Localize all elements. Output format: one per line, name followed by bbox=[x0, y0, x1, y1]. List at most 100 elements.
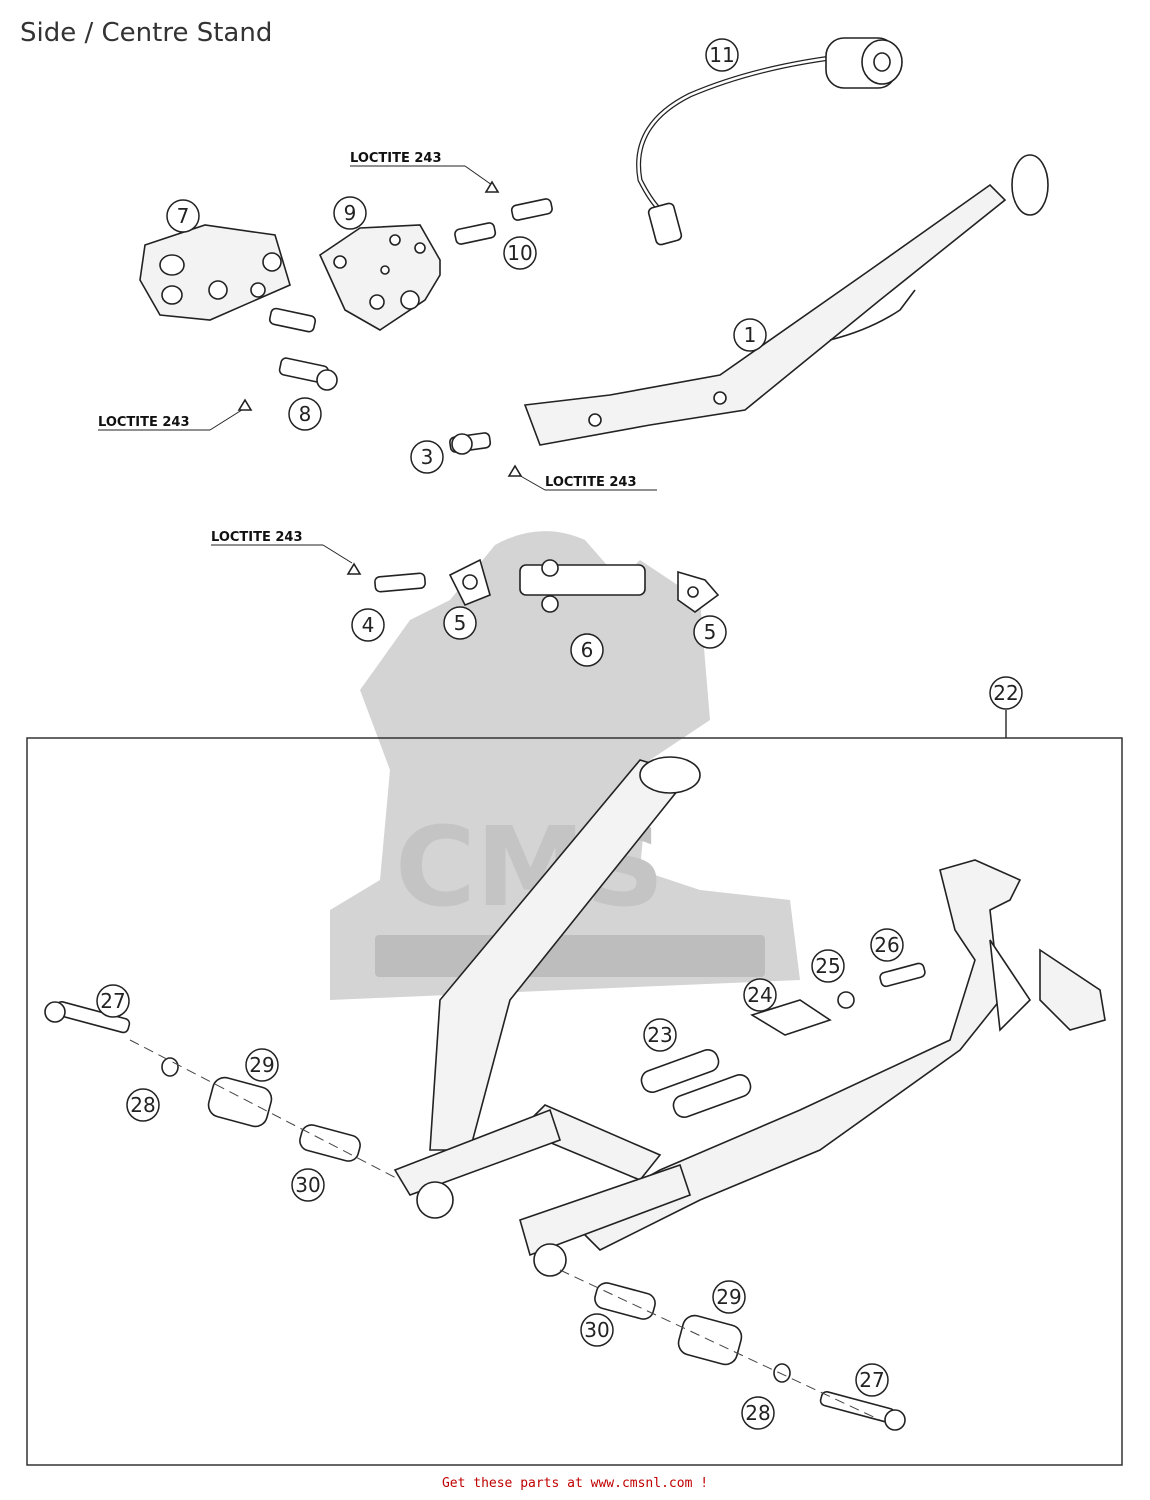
callout-circle bbox=[333, 196, 367, 230]
callout-circle bbox=[811, 949, 845, 983]
callout-c29a: 29 bbox=[245, 1048, 279, 1082]
part-11-sidestand-switch bbox=[636, 37, 903, 246]
callout-number: 1 bbox=[744, 323, 757, 347]
callout-c26: 26 bbox=[870, 928, 904, 962]
loctite-label-1: LOCTITE 243 bbox=[350, 151, 500, 193]
part-26-bolt bbox=[879, 962, 926, 988]
callout-c25: 25 bbox=[811, 949, 845, 983]
callout-number: 3 bbox=[421, 445, 434, 469]
callout-circle bbox=[96, 984, 130, 1018]
callout-circle bbox=[733, 318, 767, 352]
part-9-plate bbox=[318, 224, 441, 331]
page-title: Side / Centre Stand bbox=[20, 18, 273, 48]
callout-circle bbox=[643, 1018, 677, 1052]
callout-circle bbox=[712, 1280, 746, 1314]
part-5-switch-plate-left bbox=[448, 558, 491, 607]
callout-number: 29 bbox=[716, 1285, 741, 1309]
callout-number: 8 bbox=[299, 402, 312, 426]
callout-c24: 24 bbox=[743, 978, 777, 1012]
callout-number: 9 bbox=[344, 201, 357, 225]
callout-c30b: 30 bbox=[580, 1313, 614, 1347]
callout-number: 23 bbox=[647, 1023, 672, 1047]
part-23-springs bbox=[640, 1048, 752, 1119]
callout-number: 25 bbox=[815, 954, 840, 978]
callout-number: 30 bbox=[295, 1173, 320, 1197]
callout-c30a: 30 bbox=[291, 1168, 325, 1202]
part-4-bolt bbox=[374, 572, 426, 593]
callout-circle bbox=[503, 236, 537, 270]
callout-number: 4 bbox=[362, 613, 375, 637]
callout-circle bbox=[570, 633, 604, 667]
part-7-bracket bbox=[139, 224, 291, 321]
callout-c22: 22 bbox=[989, 676, 1023, 710]
callout-number: 7 bbox=[177, 204, 190, 228]
callout-circle bbox=[580, 1313, 614, 1347]
callout-circle bbox=[870, 928, 904, 962]
part-3-bolt bbox=[449, 432, 492, 455]
callout-c11: 11 bbox=[705, 38, 739, 72]
part-22-centre-stand bbox=[393, 756, 1106, 1277]
part-24-plate bbox=[750, 999, 832, 1036]
callout-number: 11 bbox=[709, 43, 734, 67]
callout-circle bbox=[126, 1088, 160, 1122]
callout-c27b: 27 bbox=[855, 1363, 889, 1397]
callout-number: 24 bbox=[747, 983, 772, 1007]
callout-number: 5 bbox=[704, 620, 717, 644]
callout-c28b: 28 bbox=[741, 1396, 775, 1430]
callout-number: 28 bbox=[130, 1093, 155, 1117]
callout-c5a: 5 bbox=[443, 606, 477, 640]
callout-circle bbox=[743, 978, 777, 1012]
callout-number: 30 bbox=[584, 1318, 609, 1342]
callout-number: 26 bbox=[874, 933, 899, 957]
callout-c27a: 27 bbox=[96, 984, 130, 1018]
callout-c28a: 28 bbox=[126, 1088, 160, 1122]
callout-number: 6 bbox=[581, 638, 594, 662]
part-8-bolts bbox=[268, 307, 338, 391]
callout-c6: 6 bbox=[570, 633, 604, 667]
callout-circle bbox=[693, 615, 727, 649]
callout-number: 27 bbox=[100, 989, 125, 1013]
part-5-switch-plate-right bbox=[677, 570, 720, 613]
callout-c9: 9 bbox=[333, 196, 367, 230]
callout-circle bbox=[410, 440, 444, 474]
pivot-set-left bbox=[44, 1000, 401, 1181]
loctite-label-2: LOCTITE 243 bbox=[98, 398, 253, 431]
svg-text:LOCTITE 243: LOCTITE 243 bbox=[211, 530, 303, 545]
part-10-bolts bbox=[454, 198, 553, 245]
callout-c10: 10 bbox=[503, 236, 537, 270]
svg-text:LOCTITE 243: LOCTITE 243 bbox=[350, 151, 442, 166]
part-1-side-stand bbox=[523, 154, 1049, 446]
callout-circle bbox=[166, 199, 200, 233]
callout-circle bbox=[351, 608, 385, 642]
callout-c29b: 29 bbox=[712, 1280, 746, 1314]
loctite-label-4: LOCTITE 243 bbox=[211, 530, 362, 575]
callout-circle bbox=[288, 397, 322, 431]
callout-circle bbox=[989, 676, 1023, 710]
loctite-label-3: LOCTITE 243 bbox=[507, 464, 657, 491]
callout-circle bbox=[855, 1363, 889, 1397]
callout-number: 29 bbox=[249, 1053, 274, 1077]
callout-c4: 4 bbox=[351, 608, 385, 642]
part-6-switch bbox=[519, 559, 646, 613]
callout-circle bbox=[291, 1168, 325, 1202]
callout-number: 27 bbox=[859, 1368, 884, 1392]
callout-circle bbox=[443, 606, 477, 640]
footer-link[interactable]: Get these parts at www.cmsnl.com ! bbox=[441, 1476, 709, 1491]
part-25-washer bbox=[837, 991, 855, 1009]
callout-c23: 23 bbox=[643, 1018, 677, 1052]
svg-text:LOCTITE 243: LOCTITE 243 bbox=[98, 415, 190, 430]
callout-c8: 8 bbox=[288, 397, 322, 431]
callout-c5b: 5 bbox=[693, 615, 727, 649]
callout-number: 5 bbox=[454, 611, 467, 635]
callout-c3: 3 bbox=[410, 440, 444, 474]
assembly-22-frame bbox=[26, 737, 1123, 1466]
callout-number: 10 bbox=[507, 241, 532, 265]
callout-circle bbox=[741, 1396, 775, 1430]
svg-text:LOCTITE 243: LOCTITE 243 bbox=[545, 475, 637, 490]
callout-number: 22 bbox=[993, 681, 1018, 705]
callout-number: 28 bbox=[745, 1401, 770, 1425]
callout-c7: 7 bbox=[166, 199, 200, 233]
callout-circle bbox=[245, 1048, 279, 1082]
callout-circle bbox=[705, 38, 739, 72]
